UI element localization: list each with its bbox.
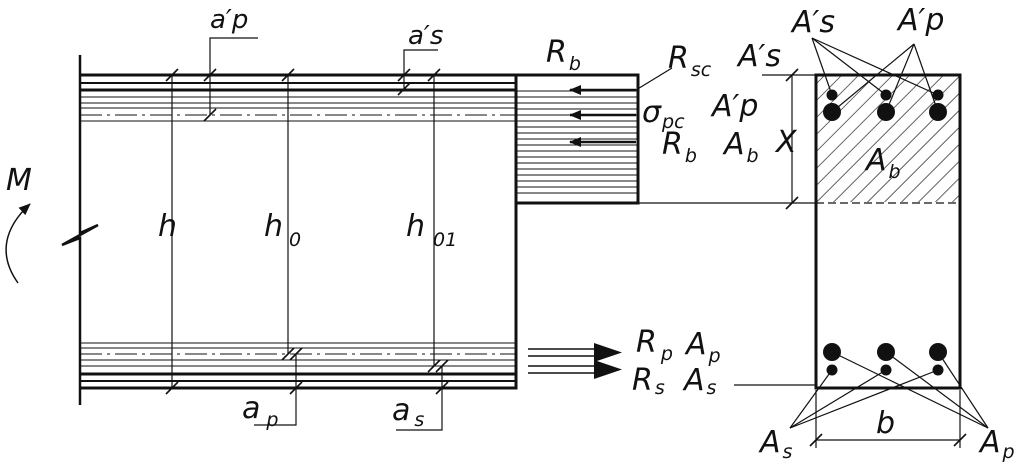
ap-bottom-leader [254, 354, 297, 426]
ap-prime-leader [209, 37, 258, 115]
beam-elevation [5, 37, 518, 431]
cross-section [638, 37, 989, 448]
section-outline [814, 73, 962, 390]
stress-block-hatching [516, 90, 638, 194]
moment-arrow [5, 203, 31, 284]
as-prime-force-label: A′s [736, 39, 781, 74]
ap-prime-top-label: a′p [210, 5, 248, 35]
as-prime-section-label: A′s [790, 5, 835, 40]
sigma-pc-label: σpc [642, 95, 685, 133]
as-prime-leader [403, 49, 438, 89]
rsc-leader [635, 67, 673, 91]
x-label: X [774, 125, 798, 160]
beam-break-line [61, 55, 99, 405]
rp-force-arrow [528, 343, 622, 362]
as-bottom-leader [396, 366, 443, 431]
b-label: b [876, 406, 895, 441]
rs-force-arrow [528, 360, 622, 379]
ap-prime-section-label: A′p [896, 3, 944, 38]
bottom-bar-leaders [789, 351, 989, 429]
as-prime-top-label: a′s [408, 21, 443, 51]
moment-label: M [6, 163, 32, 198]
ap-prime-force-label: A′p [710, 89, 758, 124]
top-bar-leaders [811, 37, 939, 113]
stress-diagram [514, 67, 673, 379]
beam-outline [80, 73, 518, 390]
h-label: h [158, 209, 177, 244]
